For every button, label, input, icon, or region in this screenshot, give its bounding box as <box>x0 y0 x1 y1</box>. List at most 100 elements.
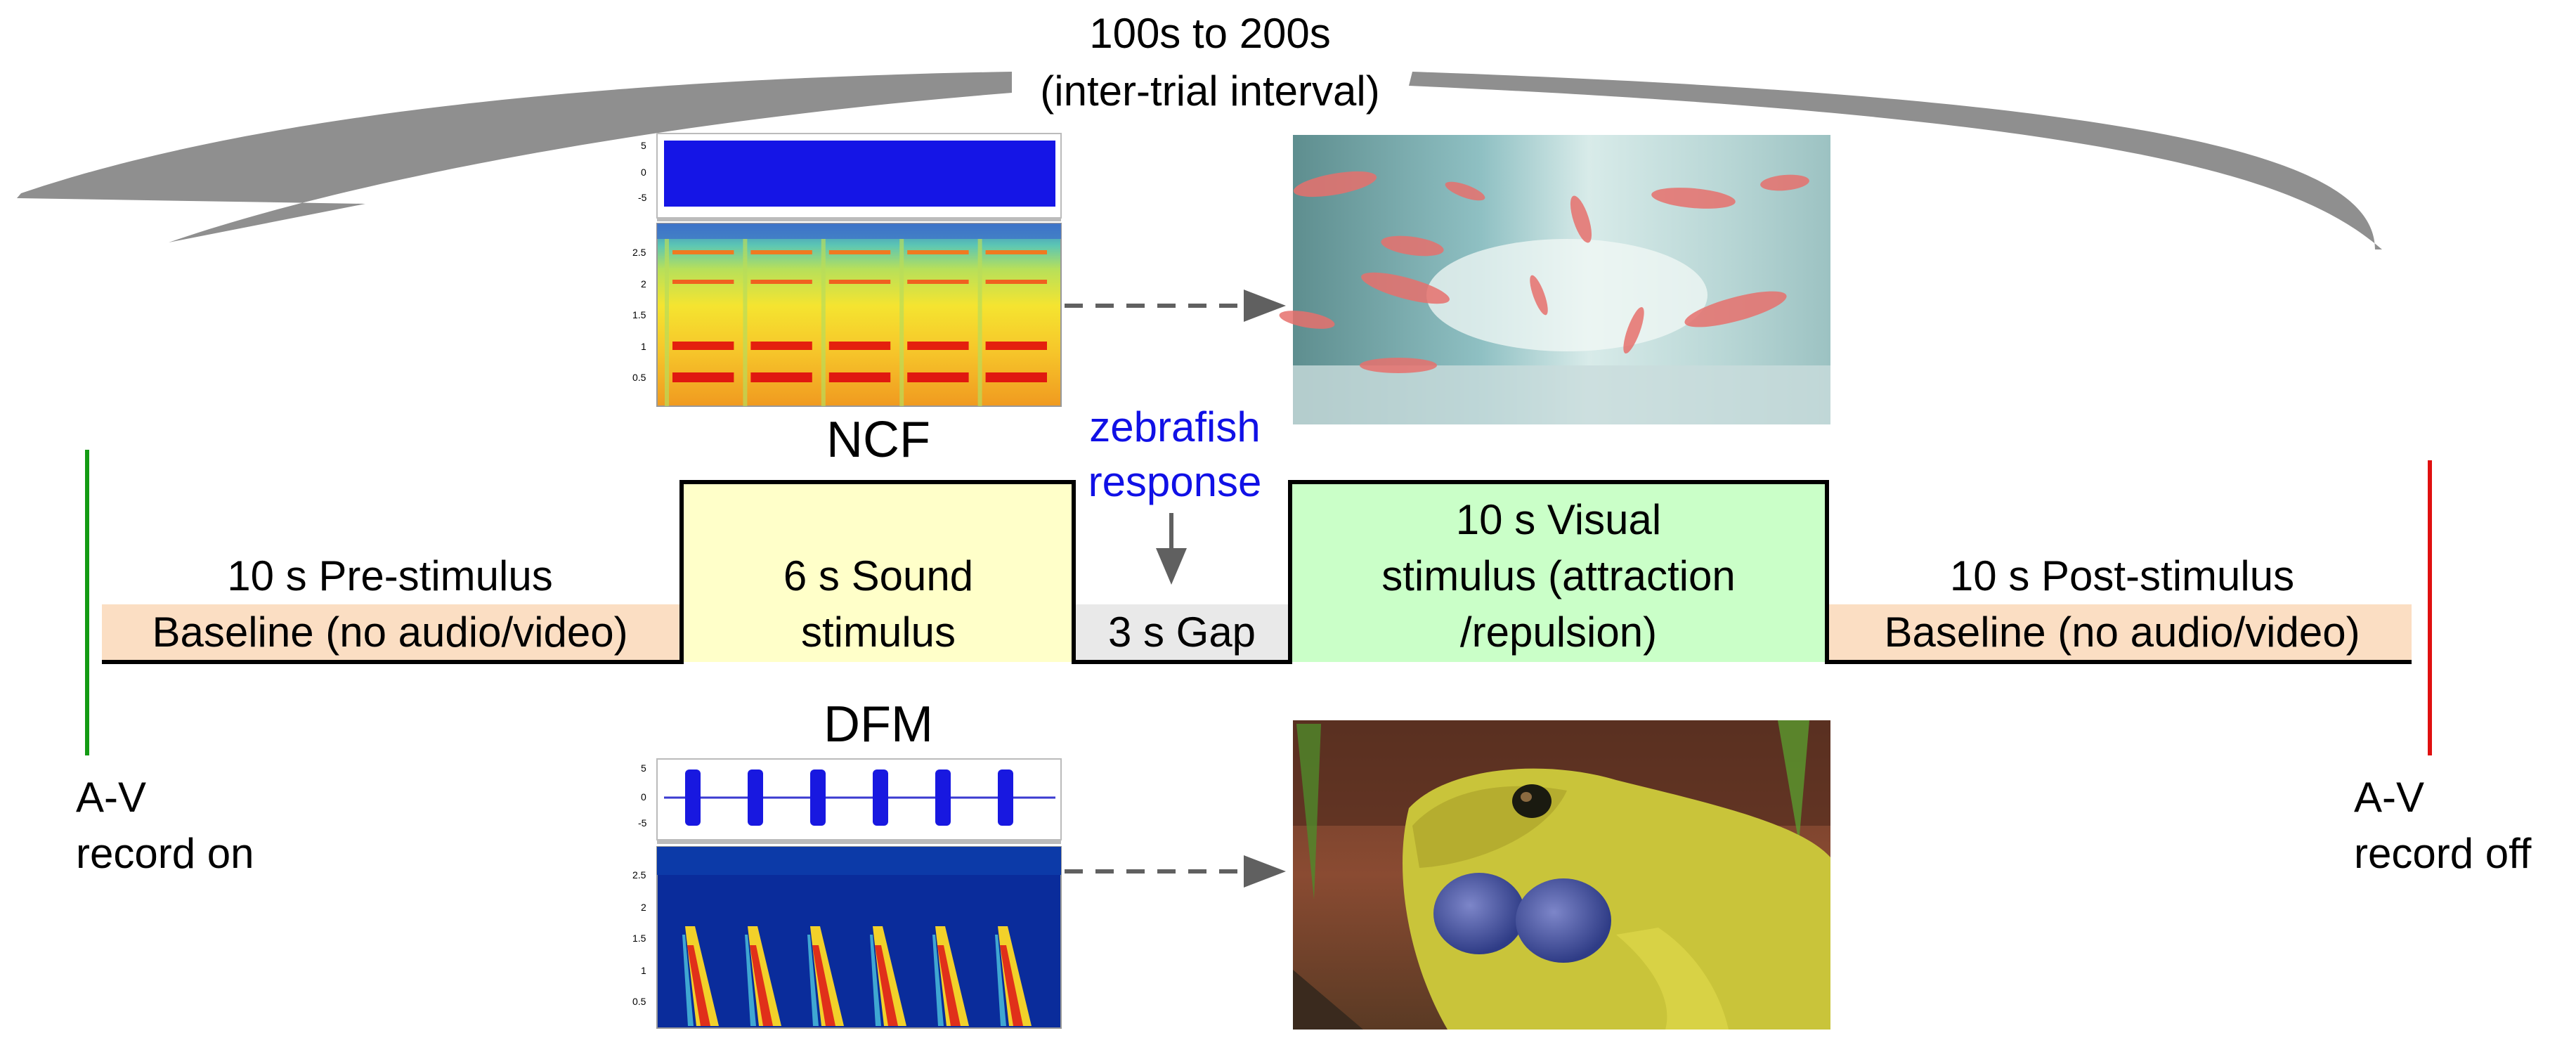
dfm-burst <box>998 769 1013 826</box>
ncf-spec-tick: 0.5 <box>632 372 646 383</box>
zebrafish <box>1651 188 1736 209</box>
visual-stimulus-line-3: /repulsion) <box>1459 609 1658 656</box>
record-on-line-2: record on <box>76 830 254 877</box>
zebrafish <box>1684 291 1787 327</box>
dfm-spec-tick: 1 <box>641 965 646 976</box>
dfm-wave-tick: 0 <box>641 791 646 803</box>
dfm-waveform-plot <box>656 758 1062 844</box>
ncf-spec-tick: 2.5 <box>632 247 646 258</box>
zebrafish <box>1445 181 1485 201</box>
ncf-band <box>907 280 969 284</box>
sound-stimulus-subtitle: stimulus <box>800 609 956 656</box>
visual-stimulus-line-1: 10 s Visual <box>1455 496 1662 543</box>
ncf-wave-tick: -5 <box>638 192 647 203</box>
ncf-spec-tick: 1 <box>641 341 646 352</box>
ncf-band <box>907 372 969 382</box>
ncf-label: NCF <box>826 412 930 468</box>
dfm-streak <box>875 945 898 1026</box>
zebrafish <box>1530 275 1548 316</box>
dfm-spec-tick: 2 <box>641 902 646 913</box>
gap-block <box>1074 604 1290 662</box>
ncf-band <box>907 250 969 254</box>
dfm-streak <box>807 935 819 1026</box>
ncf-spec-tick: 1.5 <box>632 309 646 320</box>
interval-line-2: (inter-trial interval) <box>1040 67 1380 115</box>
dfm-streak <box>1000 945 1023 1026</box>
dfm-wave-tick: -5 <box>638 817 647 829</box>
dfm-streak <box>682 935 694 1026</box>
pre-stimulus-baseline: Baseline (no audio/video) <box>152 609 628 656</box>
ncf-band <box>828 342 891 350</box>
dfm-spectrogram-plot <box>656 846 1062 1029</box>
zebrafish <box>1360 358 1437 373</box>
visual-block <box>1290 482 1827 662</box>
ncf-band <box>672 250 734 254</box>
dfm-burst <box>810 769 826 826</box>
ncf-band <box>985 280 1047 284</box>
record-off-line-1: A-V <box>2354 774 2425 821</box>
ncf-band <box>672 280 734 284</box>
dfm-streak <box>995 935 1006 1026</box>
ncf-wave-tick: 5 <box>641 140 646 151</box>
dfm-spec-tick: 2.5 <box>632 869 646 881</box>
ncf-band <box>750 250 812 254</box>
post-stimulus-baseline: Baseline (no audio/video) <box>1884 609 2360 656</box>
zebrafish <box>1361 272 1450 304</box>
ncf-band <box>828 372 891 382</box>
vocal-sac-left <box>1433 873 1525 954</box>
ncf-band <box>828 280 891 284</box>
ncf-band <box>985 342 1047 350</box>
inter-trial-arrow <box>1409 72 2382 249</box>
ncf-waveform-plot <box>656 133 1062 221</box>
zebrafish <box>1279 311 1335 329</box>
ncf-band <box>907 342 969 350</box>
ncf-dashed-arrowhead <box>1244 290 1286 322</box>
ncf-spec-tick: 2 <box>641 278 646 290</box>
interval-line-1: 100s to 200s <box>1089 10 1331 57</box>
zebrafish <box>1623 306 1644 354</box>
ncf-band <box>750 372 812 382</box>
dfm-streak <box>937 945 961 1026</box>
post-stimulus-title: 10 s Post-stimulus <box>1949 552 2295 599</box>
ncf-wave-tick: 0 <box>641 167 646 178</box>
dfm-burst <box>873 769 888 826</box>
dfm-streak <box>812 945 835 1026</box>
zebrafish <box>1760 174 1809 191</box>
record-on-line-1: A-V <box>76 774 147 821</box>
dfm-spec-tick: 1.5 <box>632 933 646 944</box>
baseline-post-highlight <box>1827 604 2412 662</box>
dfm-streak <box>870 935 881 1026</box>
gap-label: 3 s Gap <box>1107 609 1256 656</box>
zebrafish <box>1293 171 1377 197</box>
ncf-band <box>985 372 1047 382</box>
sound-stimulus-title: 6 s Sound <box>783 552 974 599</box>
zebrafish <box>1381 235 1444 256</box>
dfm-streak <box>932 935 944 1026</box>
bullfrog-photo <box>1293 720 1830 1030</box>
dfm-streak <box>745 935 756 1026</box>
record-off-line-2: record off <box>2354 830 2532 877</box>
dfm-spec-tick: 0.5 <box>632 996 646 1007</box>
ncf-band <box>828 250 891 254</box>
baseline-pre-highlight <box>102 604 682 662</box>
visual-stimulus-line-2: stimulus (attraction <box>1381 552 1736 599</box>
dfm-burst <box>935 769 951 826</box>
dfm-burst <box>748 769 763 826</box>
sound-block <box>682 482 1074 662</box>
dfm-label: DFM <box>824 696 933 753</box>
dfm-burst <box>685 769 701 826</box>
ncf-band <box>985 250 1047 254</box>
dfm-wave-tick: 5 <box>641 762 646 774</box>
inter-trial-arrow-left <box>17 72 1012 242</box>
pre-stimulus-title: 10 s Pre-stimulus <box>227 552 553 599</box>
ncf-band <box>672 342 734 350</box>
response-arrow-head <box>1156 548 1187 585</box>
response-label-line-1: zebrafish <box>1089 403 1261 450</box>
zebrafish-photo <box>1279 135 1830 424</box>
response-label-line-2: response <box>1088 458 1262 505</box>
ncf-band <box>750 342 812 350</box>
vocal-sac-right <box>1516 878 1611 963</box>
ncf-band <box>750 280 812 284</box>
